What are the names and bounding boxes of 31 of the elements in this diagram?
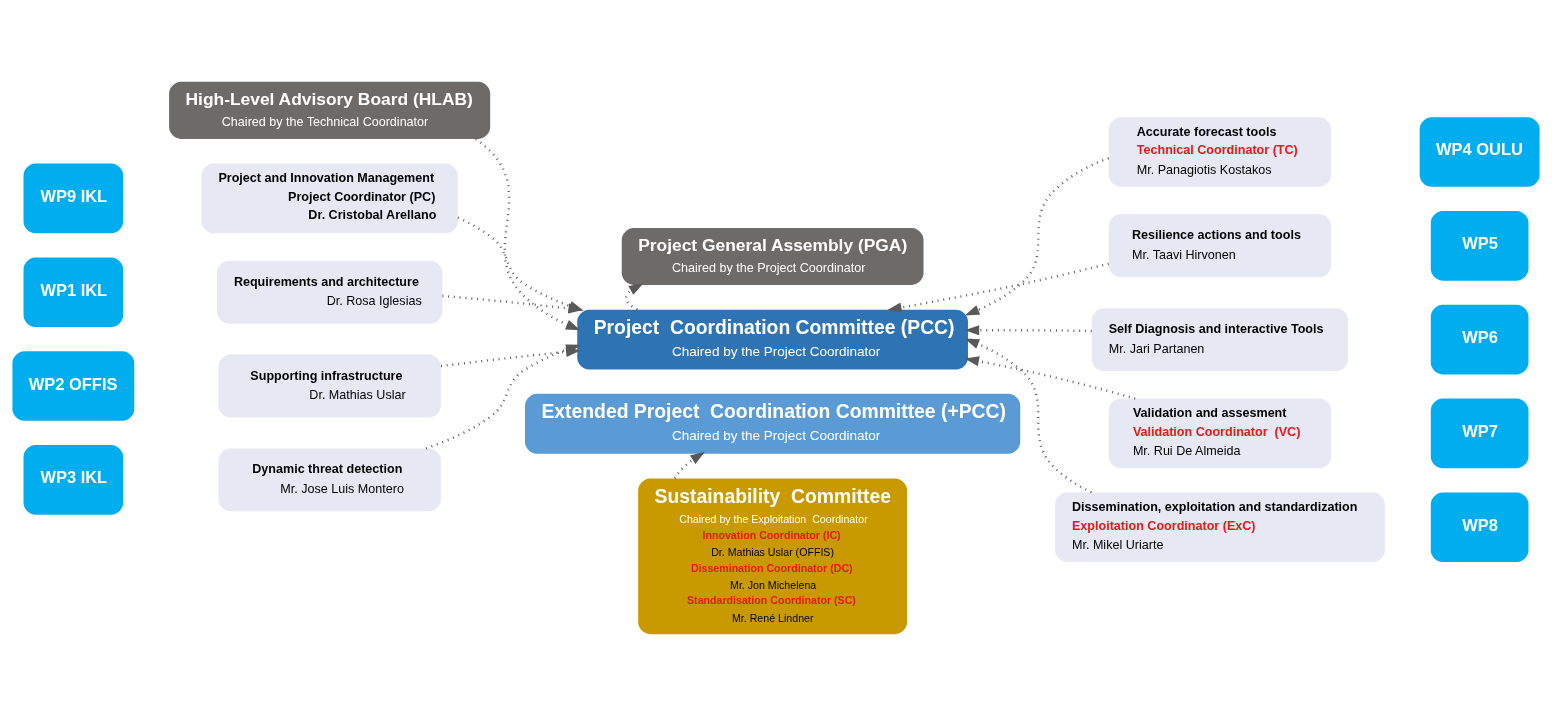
node-box: WP7 [1430,398,1529,468]
arrow [624,282,644,311]
node-box: Sustainability Committee Chaired by the Exploitation Coordinator Innovation Coordinator (IC) Dr. Mathias Uslar (OFFIS) Dissemination Coordinator (DC) Mr. Jon Michelena Standardisation Coordinator (SC) Mr. René Lindner [638,477,908,634]
node-box: WP5 [1430,210,1529,281]
node-box: WP2 OFFIS [12,350,135,421]
node-box: Dynamic threat detection Mr. Jose Luis Montero [218,447,441,511]
arrow [964,324,1092,335]
node-box: Project and Innovation Management Project Coordinator (PC) Dr. Cristobal Arellano [201,163,458,233]
node-box: Extended Project Coordination Committee (+PCC) Chaired by the Project Coordinator [525,393,1021,454]
arrow [964,338,1092,493]
node-box: Validation and assesment Validation Coordinator (VC) Mr. Rui De Almeida [1108,398,1332,468]
node-box: WP6 [1430,304,1529,374]
node-box: Resilience actions and tools Mr. Taavi Hirvonen [1108,213,1332,277]
arrow [964,156,1110,315]
node-box: WP9 IKL [23,163,124,233]
node-box: Requirements and architecture Dr. Rosa Iglesias [216,260,443,324]
node-box: Accurate forecast tools Technical Coordinator (TC) Mr. Panagiotis Kostakos [1108,116,1332,187]
arrow [887,262,1109,313]
node-box: Self Diagnosis and interactive Tools Mr. Jari Partanen [1091,307,1349,371]
node-box: WP3 IKL [23,444,124,515]
node-box: Project General Assembly (PGA) Chaired by the Project Coordinator [621,227,924,285]
node-box: Dissemination, exploitation and standardization Exploitation Coordinator (ExC) Mr. Mikel Uriarte [1055,491,1385,562]
node-box: WP4 OULU [1419,116,1540,187]
node-box: High-Level Advisory Board (HLAB) Chaired by the Technical Coordinator [169,81,491,139]
arrow [673,451,705,479]
node-box: WP8 [1430,491,1529,562]
node-box: WP1 IKL [23,256,124,327]
node-box: Project Coordination Committee (PCC) Chaired by the Project Coordinator [577,309,968,370]
node-box: Supporting infrastructure Dr. Mathias Uslar [218,354,441,417]
arrow [964,355,1136,400]
arrow [475,137,581,330]
